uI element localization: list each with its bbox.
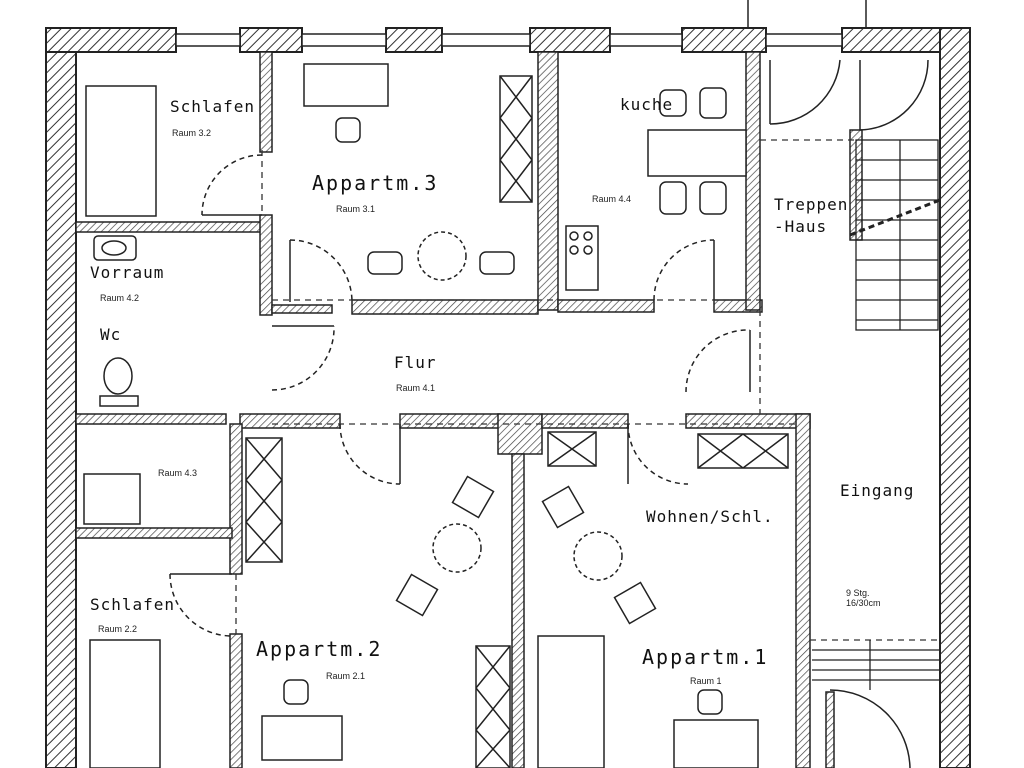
room-name-wohnen: Wohnen/Schl. — [646, 507, 774, 526]
stair-steps-2: 16/30cm — [846, 598, 881, 608]
staircase — [812, 139, 941, 690]
room-name-eingang: Eingang — [840, 481, 914, 500]
room-number-appartm2: Raum 2.1 — [326, 671, 365, 681]
room-number-flur: Raum 4.1 — [396, 383, 435, 393]
room-name-appartm2: Appartm.2 — [256, 637, 382, 661]
toilet — [103, 357, 133, 395]
room-name-wc: Wc — [100, 325, 121, 344]
windows — [175, 33, 843, 47]
room-number-raum43: Raum 4.3 — [158, 468, 197, 478]
interior-walls — [75, 51, 863, 768]
stair-steps-1: 9 Stg. — [846, 588, 870, 598]
desk-appartm2 — [261, 715, 343, 761]
room-number-schlafen-top: Raum 3.2 — [172, 128, 211, 138]
table-appartm3 — [417, 231, 467, 281]
room-name-appartm3: Appartm.3 — [312, 171, 438, 195]
bed-bottom — [89, 639, 161, 768]
shower — [83, 473, 141, 525]
room-name-treppenhaus-1: Treppen — [774, 195, 848, 214]
furniture — [83, 0, 867, 768]
bed-appartm1 — [537, 635, 605, 768]
room-name-flur: Flur — [394, 353, 437, 372]
room-name-kueche: kuche — [620, 95, 673, 114]
doors — [169, 59, 929, 768]
room-name-schlafen-top: Schlafen — [170, 97, 255, 116]
room-labels: Schlafen Raum 3.2 Appartm.3 Raum 3.1 kuc… — [90, 95, 914, 686]
room-number-appartm1: Raum 1 — [690, 676, 722, 686]
chair — [335, 117, 361, 143]
desk-appartm3 — [303, 63, 389, 107]
room-number-kueche: Raum 4.4 — [592, 194, 631, 204]
room-number-schlafen-bottom: Raum 2.2 — [98, 624, 137, 634]
room-name-schlafen-bottom: Schlafen — [90, 595, 175, 614]
room-name-vorraum: Vorraum — [90, 263, 164, 282]
desk-appartm1 — [673, 719, 759, 768]
table-appartm2 — [432, 523, 482, 573]
room-number-appartm3: Raum 3.1 — [336, 204, 375, 214]
room-number-vorraum: Raum 4.2 — [100, 293, 139, 303]
room-name-appartm1: Appartm.1 — [642, 645, 768, 669]
kitchen-table — [647, 129, 747, 177]
table-appartm1 — [573, 531, 623, 581]
bed-top — [85, 85, 157, 217]
dashed-lines — [235, 139, 940, 641]
room-name-treppenhaus-2: -Haus — [774, 217, 827, 236]
